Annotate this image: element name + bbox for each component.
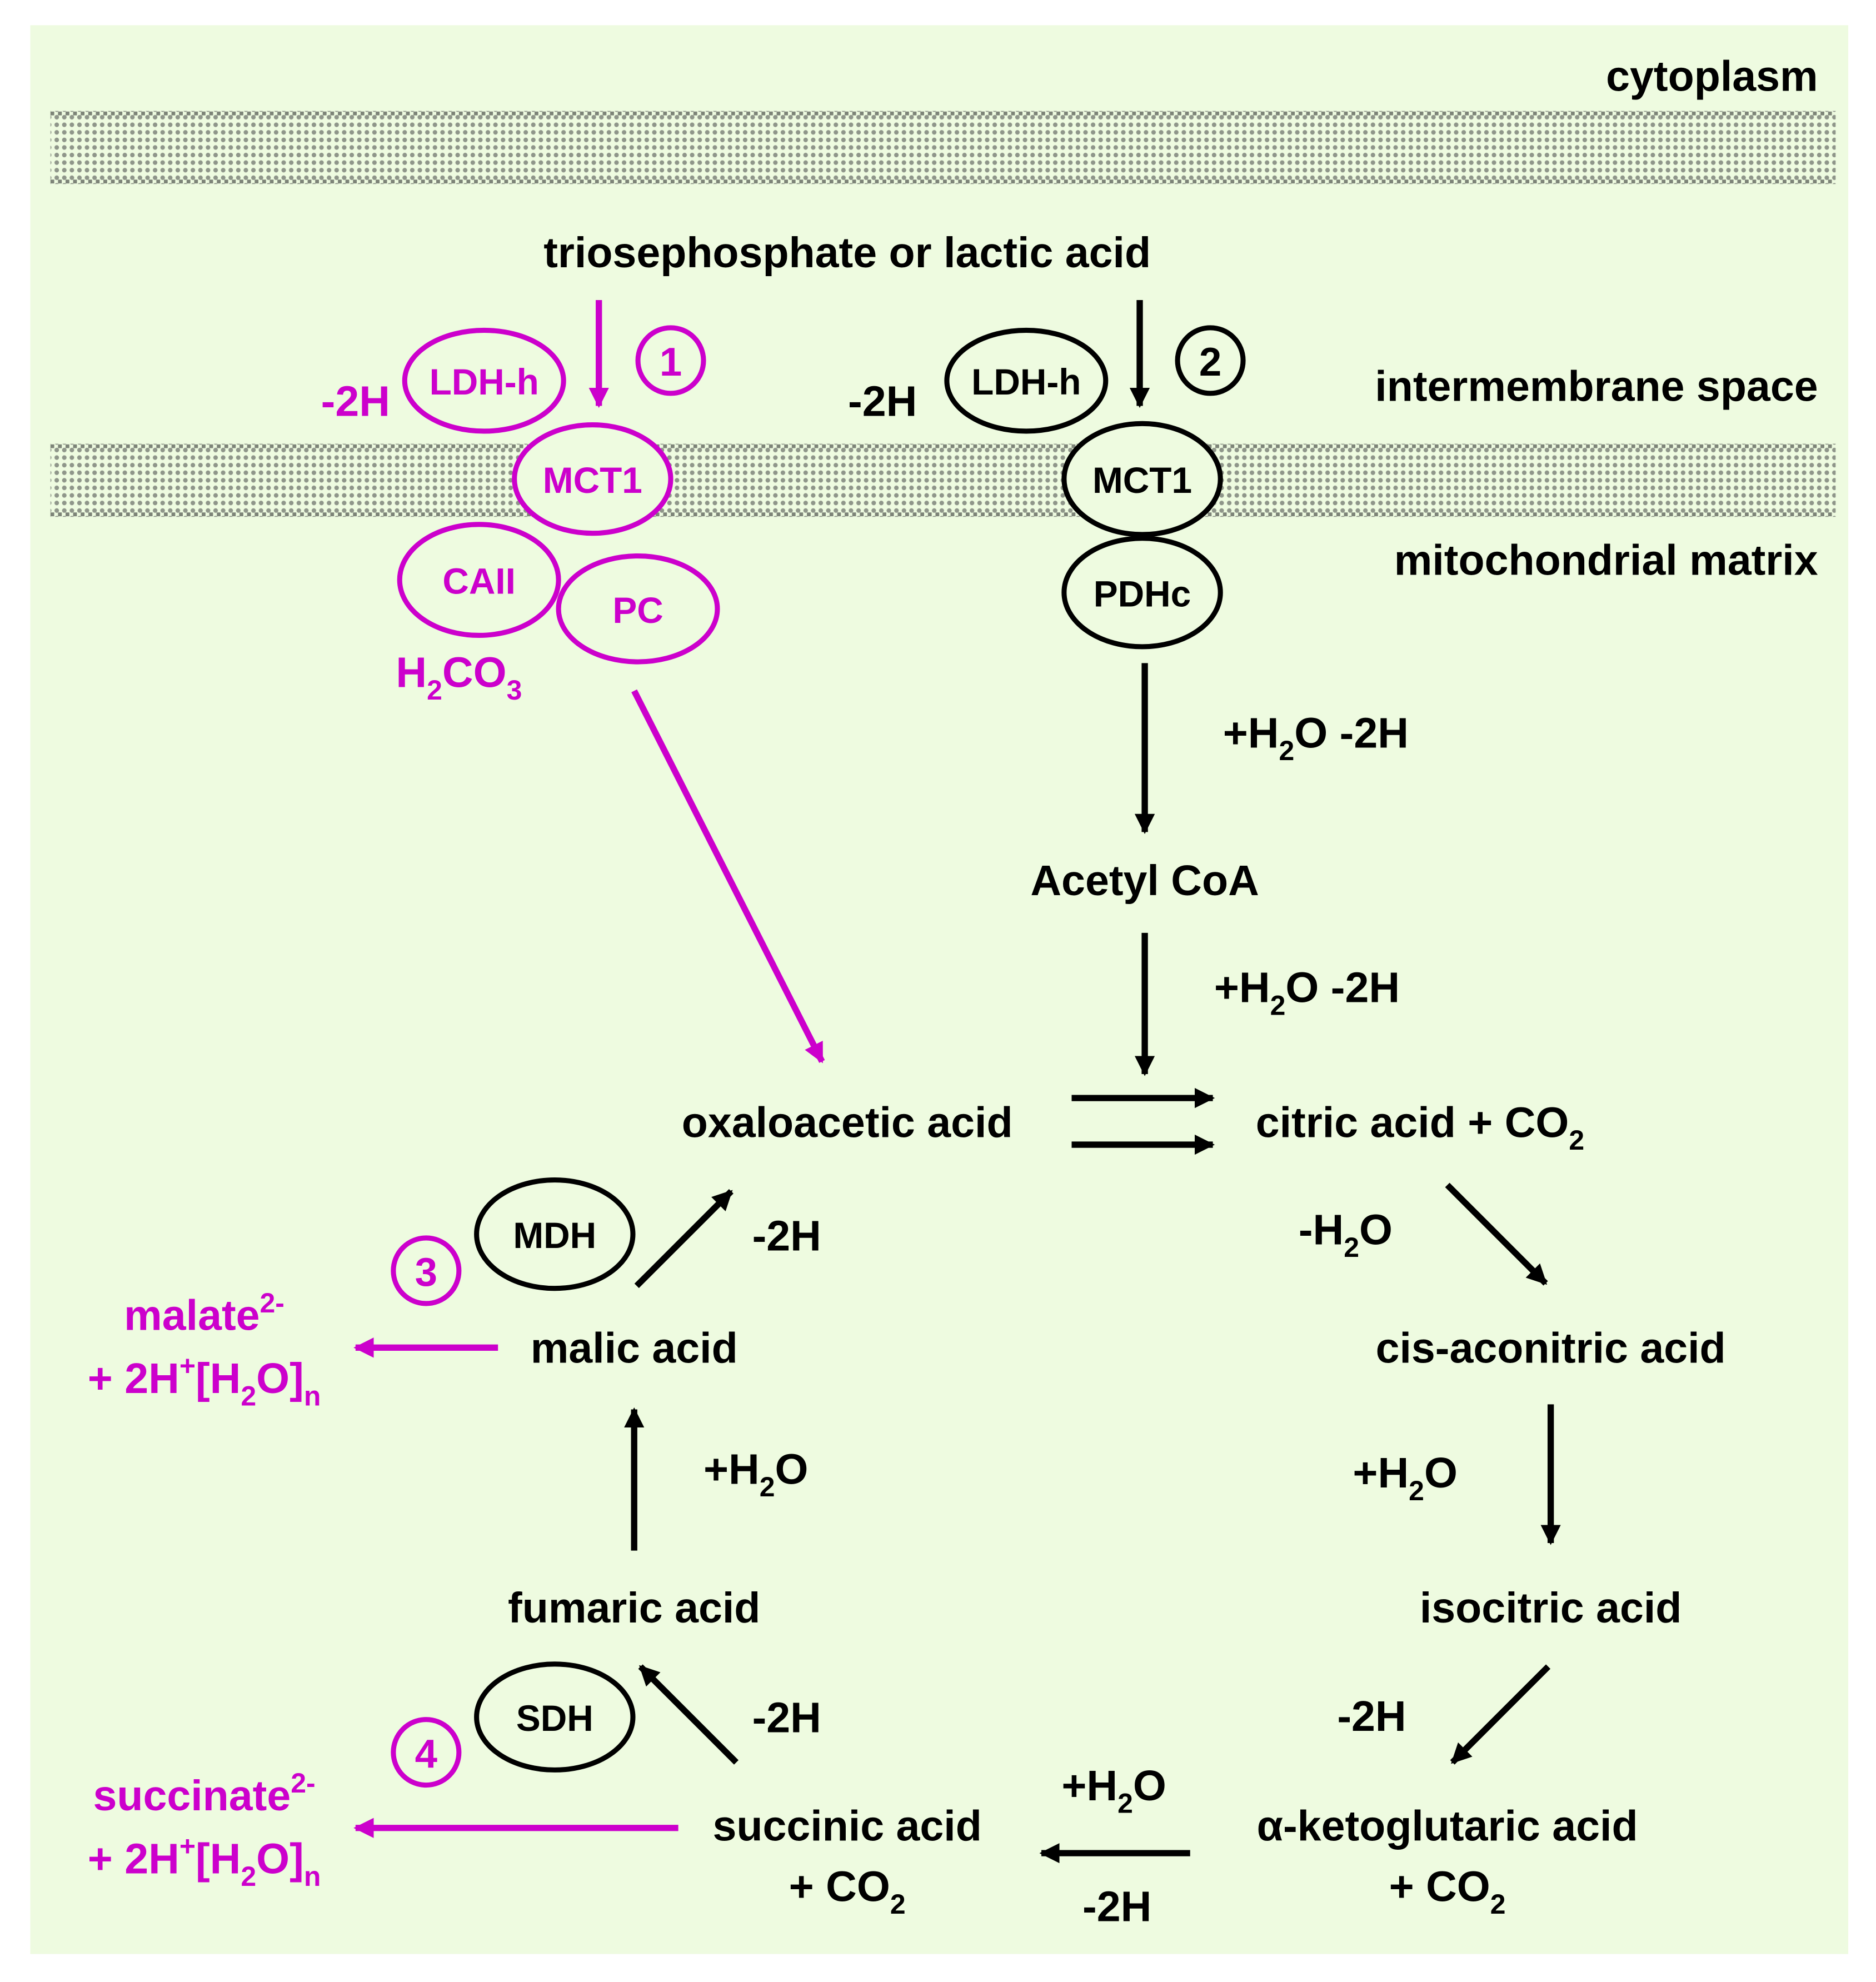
enzyme-pc: PC: [556, 553, 720, 665]
cytoplasm-label: cytoplasm: [1606, 52, 1818, 100]
svg-text:PDHc: PDHc: [1094, 573, 1191, 614]
svg-text:2: 2: [1199, 340, 1221, 385]
svg-text:LDH-h: LDH-h: [971, 361, 1081, 402]
cisaconitate-reaction-label: +H2O: [1353, 1449, 1458, 1506]
acetylcoa-reaction-label: +H2O -2H: [1214, 964, 1400, 1021]
svg-text:MDH: MDH: [513, 1215, 596, 1256]
svg-text:1: 1: [660, 340, 682, 385]
succinate-export-label: succinate2-: [93, 1768, 315, 1820]
cis-aconitric-acid: cis-aconitric acid: [1376, 1325, 1726, 1372]
pathway-number-2: 2: [1175, 325, 1246, 396]
pathway-number-4: 4: [391, 1717, 462, 1788]
fumaric-acid: fumaric acid: [508, 1584, 760, 1632]
succinic-acid: succinic acid: [712, 1802, 981, 1850]
malate-to-oxaloacetate-arrow: [634, 1189, 734, 1289]
svg-text:3: 3: [415, 1250, 437, 1295]
enzyme-pdhc: PDHc: [1061, 536, 1223, 650]
malic-acid: malic acid: [531, 1325, 738, 1372]
citrate-to-cisaconitate-arrow: [1445, 1182, 1548, 1286]
enzyme-sdh: SDH: [474, 1661, 636, 1773]
succinate-minus-2h: -2H: [752, 1694, 821, 1741]
diagram-background: [30, 25, 1849, 1954]
source-metabolite: triosephosphate or lactic acid: [543, 229, 1151, 277]
inner-membrane: [50, 443, 1836, 517]
malate-minus-2h: -2H: [752, 1212, 821, 1260]
isocitrate-minus-2h: -2H: [1337, 1693, 1406, 1740]
svg-text:LDH-h: LDH-h: [430, 361, 539, 402]
succinate-proton-label: + 2H+[H2O]n: [88, 1831, 321, 1892]
citrate-reaction-label: -H2O: [1299, 1206, 1393, 1263]
ketoglutarate-minus-2h: -2H: [1082, 1883, 1151, 1931]
fumarate-plus-h2o: +H2O: [704, 1445, 809, 1502]
mitochondrial-matrix-label: mitochondrial matrix: [1394, 537, 1818, 585]
pathway2-minus-2h: -2H: [848, 378, 917, 426]
ketoglutarate-plus-h2o: +H2O: [1061, 1762, 1166, 1819]
succinate-to-fumarate-arrow: [638, 1664, 739, 1765]
enzyme-ldh-h-2: LDH-h: [944, 327, 1109, 434]
svg-text:PC: PC: [612, 590, 663, 631]
pdhc-reaction-label: +H2O -2H: [1223, 709, 1409, 766]
enzyme-mct1-1: MCT1: [512, 422, 673, 536]
enzyme-mct1-2: MCT1: [1061, 421, 1223, 537]
pathway-number-1: 1: [635, 325, 706, 396]
isocitrate-to-ketoglutarate-arrow: [1450, 1664, 1551, 1765]
svg-text:MCT1: MCT1: [1092, 460, 1192, 501]
svg-text:4: 4: [415, 1731, 437, 1776]
oxaloacetic-acid: oxaloacetic acid: [682, 1099, 1013, 1146]
enzyme-ldh-h-1: LDH-h: [402, 327, 566, 434]
pc-to-oxaloacetate-arrow: [631, 689, 825, 1064]
succinate-co2: + CO2: [789, 1863, 906, 1920]
malate-proton-label: + 2H+[H2O]n: [88, 1350, 321, 1411]
pathway1-minus-2h: -2H: [321, 378, 390, 426]
ketoglutarate-co2: + CO2: [1389, 1863, 1506, 1920]
svg-text:MCT1: MCT1: [543, 460, 642, 501]
malate-export-label: malate2-: [124, 1287, 285, 1340]
svg-text:CAII: CAII: [442, 561, 516, 602]
pathway-number-3: 3: [391, 1235, 462, 1306]
enzyme-caii: CAII: [397, 522, 561, 638]
svg-text:SDH: SDH: [516, 1698, 593, 1739]
isocitric-acid: isocitric acid: [1420, 1584, 1682, 1632]
enzyme-mdh: MDH: [474, 1177, 636, 1291]
citric-acid: citric acid + CO2: [1256, 1099, 1584, 1156]
intermembrane-space-label: intermembrane space: [1375, 362, 1818, 410]
h2co3-label: H2CO3: [396, 648, 522, 706]
acetyl-coa: Acetyl CoA: [1030, 857, 1259, 905]
ketoglutaric-acid: α-ketoglutaric acid: [1257, 1802, 1638, 1850]
outer-membrane: [50, 111, 1836, 184]
